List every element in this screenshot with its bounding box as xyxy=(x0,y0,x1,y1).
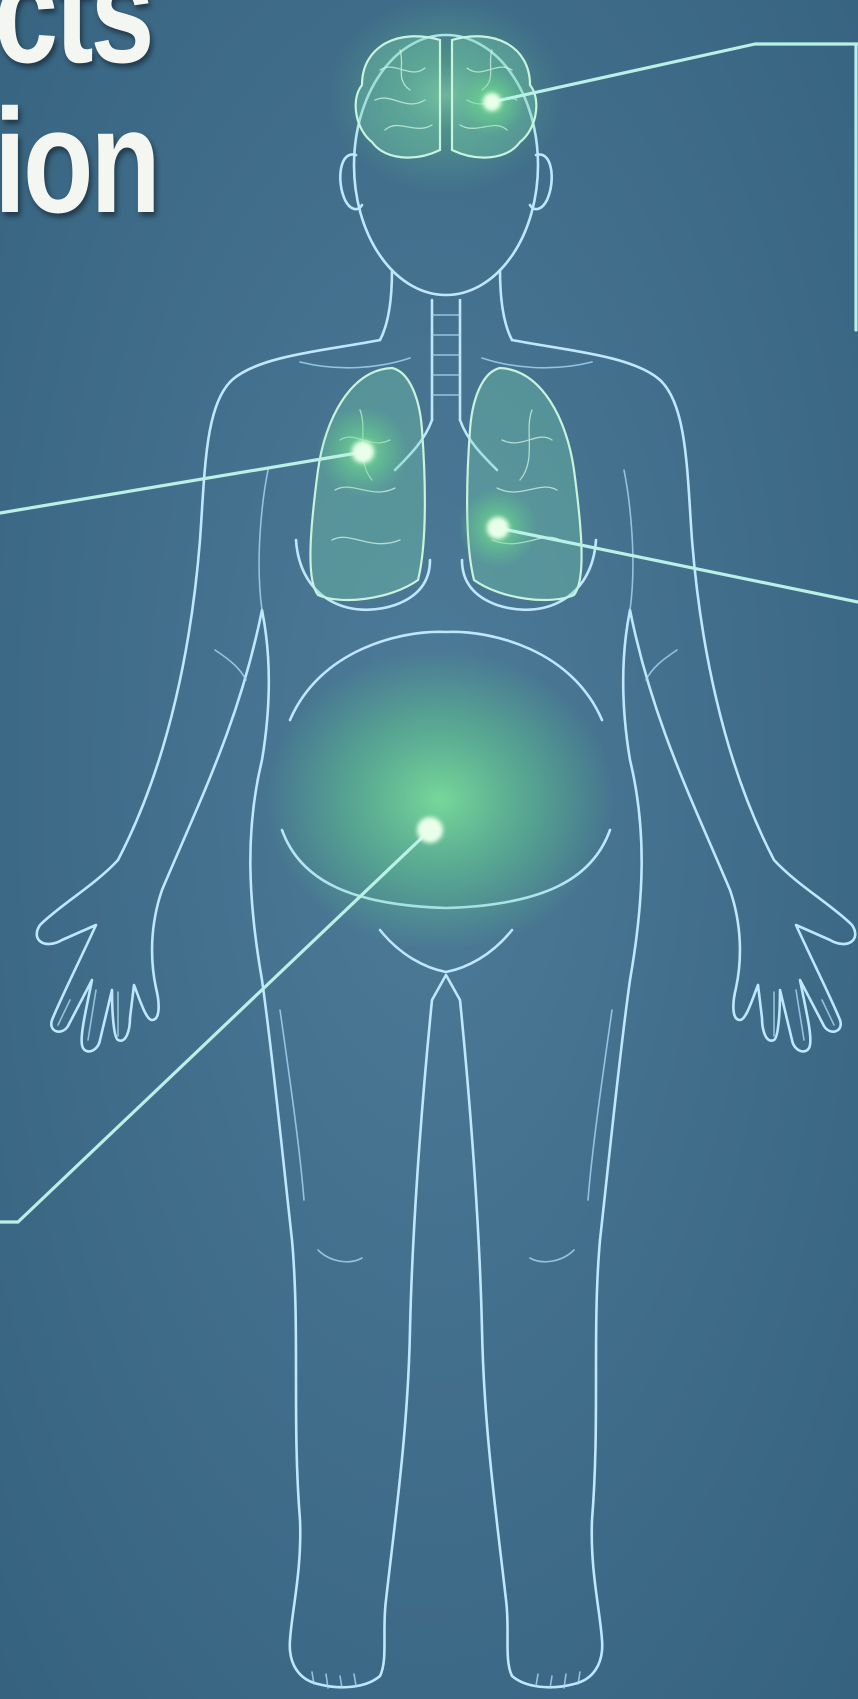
title-line-2: ion xyxy=(0,88,158,236)
brain-illustration xyxy=(326,0,566,195)
lung-marker-dot xyxy=(352,441,374,463)
callout-line-lung xyxy=(0,452,363,513)
heart-marker-dot xyxy=(487,517,509,539)
brain-marker-dot xyxy=(483,93,501,111)
title-line-1: cts xyxy=(0,0,151,86)
abdomen-marker-dot xyxy=(417,817,443,843)
